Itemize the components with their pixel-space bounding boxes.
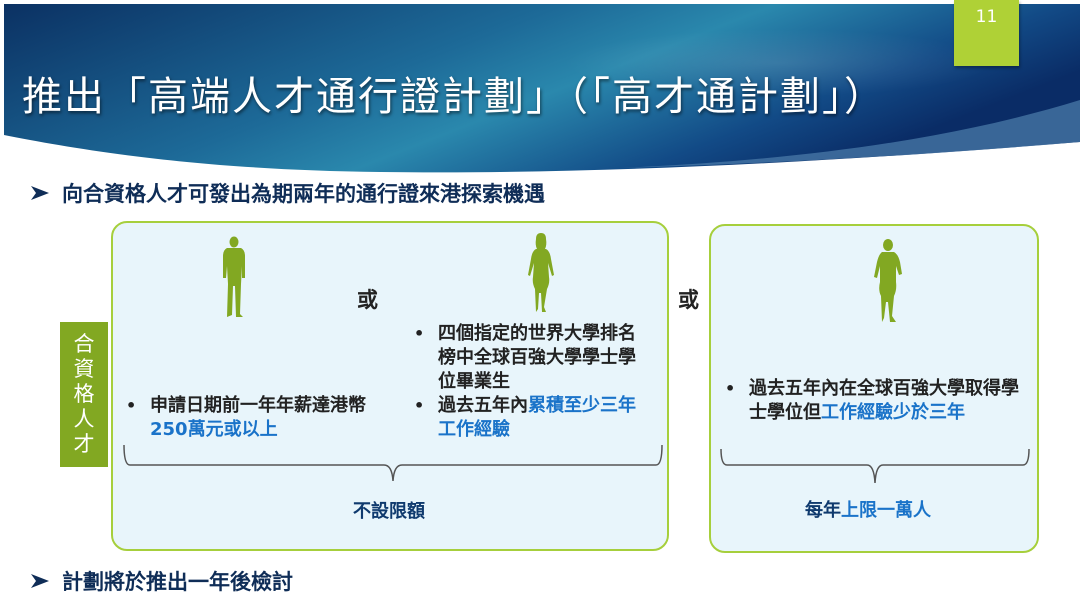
label-char: 格 [73,382,95,406]
page-title: 推出「高端人才通行證計劃」（「高才通計劃」） [22,74,886,120]
eligible-talent-label: 合 資 格 人 才 [60,322,108,467]
banner-background [4,4,1080,173]
or-connector-1: 或 [357,288,378,312]
experience-criterion-item: 過去五年內累積至少三年工作經驗 [408,394,648,442]
salary-criterion-item: 申請日期前一年年薪達港幣 250萬元或以上 [120,394,385,442]
quota-highlight: 上限一萬人 [841,500,931,521]
criterion-highlight: 250萬元或以上 [150,419,278,440]
junior-criterion-item: 過去五年內在全球百強大學取得學士學位但工作經驗少於三年 [719,377,1019,425]
graduate-junior-criterion: 過去五年內在全球百強大學取得學士學位但工作經驗少於三年 [719,377,1019,425]
graduate-criterion-item: 四個指定的世界大學排名榜中全球百強大學學士學位畢業生 [408,322,648,394]
page-number-badge: 11 [954,0,1019,66]
label-char: 人 [73,407,95,431]
quota-text: 每年 [805,500,841,521]
label-char: 資 [73,357,95,381]
salary-criterion: 申請日期前一年年薪達港幣 250萬元或以上 [120,394,385,442]
left-brace [123,444,663,482]
graduate-experienced-criterion: 四個指定的世界大學排名榜中全球百強大學學士學位畢業生 過去五年內累積至少三年工作… [408,322,648,442]
walking-woman-silhouette-icon [874,239,902,322]
criterion-highlight: 累積至少三年工作經驗 [438,395,636,440]
unlimited-quota-label: 不設限額 [353,501,425,522]
label-char: 合 [73,332,95,356]
intro-bullet: 向合資格人才可發出為期兩年的通行證來港探索機遇 [30,178,545,208]
review-bullet: 計劃將於推出一年後檢討 [30,566,293,596]
intro-bullet-text: 向合資格人才可發出為期兩年的通行證來港探索機遇 [62,182,545,206]
review-bullet-text: 計劃將於推出一年後檢討 [62,570,293,594]
man-silhouette-icon [223,236,245,317]
right-brace [720,448,1030,484]
woman-silhouette-icon [528,233,554,312]
title-banner: 推出「高端人才通行證計劃」（「高才通計劃」） [0,0,1080,175]
annual-cap-label: 每年上限一萬人 [805,496,931,522]
criterion-text: 過去五年內在全球百強大學取得學士學位但 [749,378,1019,423]
or-connector-2: 或 [678,288,699,312]
arrow-bullet-icon [31,186,49,200]
criterion-highlight: 工作經驗少於三年 [821,402,965,423]
arrow-bullet-icon [31,574,49,588]
label-char: 才 [73,432,95,456]
criterion-text: 過去五年內 [438,395,528,416]
criterion-text: 申請日期前一年年薪達港幣 [150,395,366,416]
